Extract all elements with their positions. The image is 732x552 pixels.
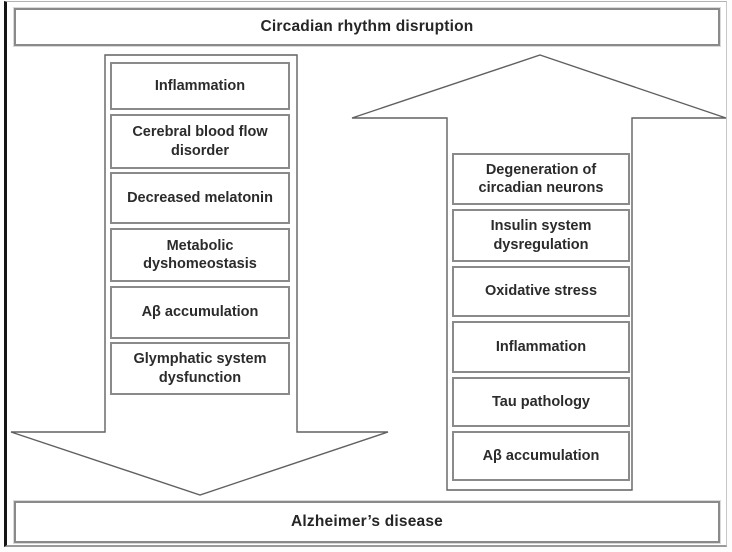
- right-item-tau-pathology: Tau pathology: [452, 377, 630, 427]
- right-item-abeta-accumulation: Aβ accumulation: [452, 431, 630, 481]
- right-item-degeneration-of-circadian-neurons: Degeneration of circadian neurons: [452, 153, 630, 205]
- left-item-cerebral-blood-flow-disorder: Cerebral blood flow disorder: [110, 114, 290, 169]
- right-item-oxidative-stress: Oxidative stress: [452, 266, 630, 317]
- right-item-inflammation: Inflammation: [452, 321, 630, 373]
- left-item-decreased-melatonin: Decreased melatonin: [110, 172, 290, 224]
- top-banner-circadian-rhythm-disruption: Circadian rhythm disruption: [14, 8, 720, 46]
- right-item-insulin-system-dysregulation: Insulin system dysregulation: [452, 209, 630, 262]
- left-item-glymphatic-system-dysfunction: Glymphatic system dysfunction: [110, 342, 290, 395]
- left-item-metabolic-dyshomeostasis: Metabolic dyshomeostasis: [110, 228, 290, 282]
- left-item-inflammation: Inflammation: [110, 62, 290, 110]
- left-item-abeta-accumulation: Aβ accumulation: [110, 286, 290, 339]
- bottom-banner-alzheimers-disease: Alzheimer’s disease: [14, 501, 720, 543]
